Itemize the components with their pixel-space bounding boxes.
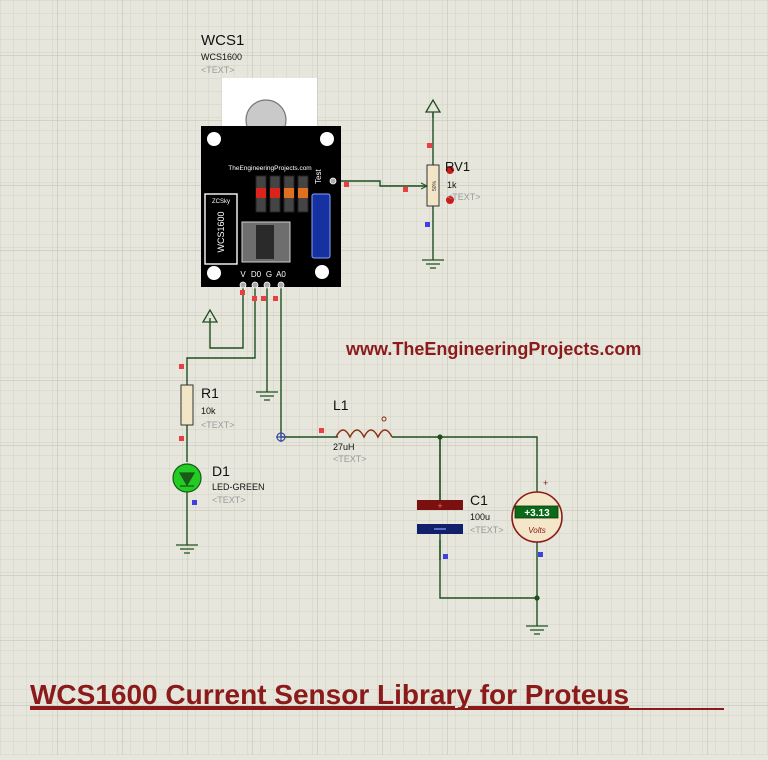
ground-icon [422, 259, 444, 269]
node-marker [276, 432, 286, 442]
mount-hole-icon [320, 132, 334, 146]
inductor-l1[interactable] [335, 416, 393, 439]
pot-up-button[interactable] [446, 166, 454, 174]
led-text-placeholder: <TEXT> [212, 495, 246, 505]
inductor-text-placeholder: <TEXT> [333, 454, 367, 464]
mount-hole-icon [207, 132, 221, 146]
ground-icon [526, 625, 548, 635]
voltmeter-reading: +3.13 [524, 508, 550, 519]
resistor-body [180, 384, 194, 426]
inductor-value: 27uH [333, 442, 355, 452]
state-low [192, 500, 197, 505]
pin-label-a0: A0 [276, 270, 286, 279]
pin-label-g: G [266, 270, 272, 279]
sensor-chip-outline [204, 193, 238, 265]
mount-hole-icon [207, 266, 221, 280]
pin-pad-test [329, 177, 337, 185]
wcs1600-module[interactable]: ZCSky WCS1600 TheEngineeringProjects.com… [201, 78, 341, 289]
state-high [179, 436, 184, 441]
board-smd-resistors [255, 175, 309, 213]
led-d1[interactable] [172, 463, 202, 493]
state-high [179, 364, 184, 369]
state-high [403, 187, 408, 192]
mount-hole-icon [315, 265, 329, 279]
state-high [261, 296, 266, 301]
pin-pad-v [239, 281, 247, 289]
voltmeter[interactable]: +3.13 Volts + [511, 478, 563, 543]
resistor-value: 10k [201, 406, 216, 416]
inductor-coil [335, 429, 393, 439]
pot-value: 1k [447, 180, 457, 190]
capacitor-plate-positive [417, 500, 463, 510]
pin-pad-a0 [277, 281, 285, 289]
capacitor-c1[interactable]: + [417, 437, 463, 560]
pot-mid-label: 50% [432, 180, 438, 191]
pin-label-v: V [240, 270, 246, 279]
power-terminal-icon [201, 308, 219, 323]
wire-test-to-pot [333, 180, 427, 187]
pin-pad-g [263, 281, 271, 289]
inductor-ref: L1 [333, 397, 349, 413]
state-low [538, 552, 543, 557]
state-low [425, 222, 430, 227]
board-trimmer [311, 193, 331, 259]
state-high [319, 428, 324, 433]
sensor-text-placeholder: <TEXT> [201, 65, 235, 75]
pin-label-d0: D0 [251, 270, 262, 279]
voltmeter-display [514, 505, 559, 519]
board-chip [241, 221, 291, 263]
pin-pad-d0 [251, 281, 259, 289]
state-high [344, 182, 349, 187]
state-low [443, 554, 448, 559]
capacitor-text-placeholder: <TEXT> [470, 525, 504, 535]
resistor-text-placeholder: <TEXT> [201, 420, 235, 430]
pot-wiper-arrow-icon [416, 182, 429, 190]
page-title: WCS1600 Current Sensor Library for Prote… [30, 679, 629, 710]
pot-down-button[interactable] [446, 196, 454, 204]
wire-v-vcc [209, 285, 244, 349]
resistor-ref: R1 [201, 385, 219, 401]
state-high [273, 296, 278, 301]
website-label: www.TheEngineeringProjects.com [345, 339, 641, 359]
pot-text-placeholder: <TEXT> [447, 192, 481, 202]
resistor-r1[interactable] [180, 384, 194, 426]
led-ref: D1 [212, 463, 230, 479]
led-value: LED-GREEN [212, 482, 265, 492]
state-high [240, 290, 245, 295]
potentiometer-rv1[interactable]: 50% [416, 164, 454, 207]
led-diode-icon [178, 472, 196, 487]
capacitor-value: 100u [470, 512, 490, 522]
board-url-label: TheEngineeringProjects.com [228, 165, 311, 172]
svg-text:+: + [437, 501, 442, 511]
ground-icon [256, 391, 278, 401]
pot-ref: RV1 [445, 159, 470, 174]
board-test-label: Test [314, 169, 323, 184]
pin-state-indicators [179, 143, 543, 559]
power-terminal-icon [424, 98, 442, 118]
state-high [427, 143, 432, 148]
wires [186, 113, 538, 626]
wire-d0-r1 [186, 285, 256, 385]
sensor-part: WCS1600 [201, 52, 242, 62]
ground-icon [176, 544, 198, 554]
junction-dot [534, 595, 540, 601]
voltmeter-unit: Volts [528, 526, 546, 535]
sensor-chip-small-label: ZCSky [212, 199, 230, 205]
sensor-chip-label: WCS1600 [216, 211, 226, 252]
state-high [252, 296, 257, 301]
voltmeter-plus-label: + [543, 478, 548, 488]
sensor-ref: WCS1 [201, 32, 244, 49]
inductor-dot-icon [381, 416, 387, 422]
capacitor-ref: C1 [470, 492, 488, 508]
